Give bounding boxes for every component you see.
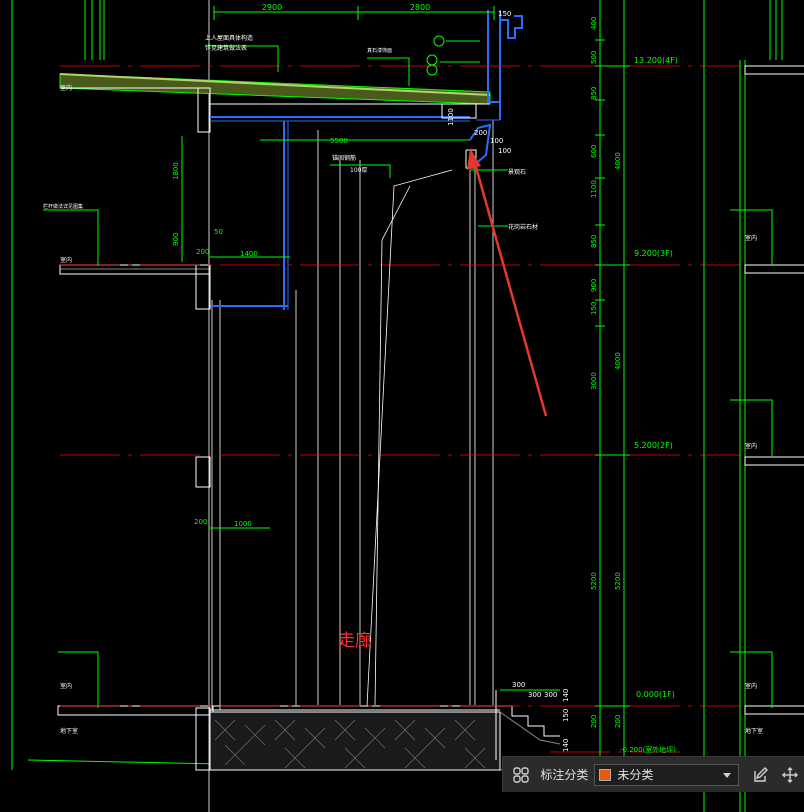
- detail-callout-circles: [426, 35, 480, 76]
- level-minus: -0.200(室外地坪): [620, 745, 676, 754]
- entrance-steps: [495, 690, 561, 760]
- level-lines: [60, 65, 740, 753]
- vdim-3000: 3000: [590, 372, 598, 390]
- dim-150b: 150: [562, 709, 570, 722]
- dim-bottom-300b: 300: [528, 691, 541, 699]
- right-room-label-2: 室内: [745, 442, 757, 450]
- left-wall-lines: [11, 0, 511, 771]
- vdim-900: 900: [590, 279, 598, 292]
- dim-1000: 1000: [234, 520, 252, 528]
- note-stone: 景观石: [508, 169, 526, 176]
- annotation-arrow: [467, 148, 548, 417]
- grid-menu-icon[interactable]: [507, 761, 534, 789]
- vdim-850: 850: [590, 87, 598, 100]
- vdim-850b: 850: [590, 235, 598, 248]
- room-label-corridor: 走廊: [338, 631, 372, 651]
- vdim-4000b: 4000: [614, 352, 622, 370]
- vdim-200b: 200: [590, 715, 598, 728]
- right-room-label: 室内: [745, 234, 757, 242]
- left-room-label-3: 室内: [60, 682, 72, 690]
- vdim-200: 200: [614, 715, 622, 728]
- basement-label: 地下室: [60, 727, 78, 735]
- level-9200: 9.200(3F): [634, 249, 673, 258]
- dim-140: 140: [562, 689, 570, 702]
- level-5200: 5.200(2F): [634, 441, 673, 450]
- vdim-400: 400: [590, 17, 598, 30]
- right-building-section: [744, 0, 804, 715]
- dim-bottom-300c: 300: [544, 691, 557, 699]
- vdim-150: 150: [590, 302, 598, 315]
- edit-icon[interactable]: [747, 761, 774, 789]
- note-rail: 栏杆做法详见图集: [43, 203, 83, 210]
- vdim-5200: 5200: [590, 572, 598, 590]
- annotation-category-label: 标注分类: [540, 768, 589, 782]
- dim-150: 150: [498, 10, 511, 18]
- category-color-swatch: [599, 768, 612, 781]
- vertical-grid-lines: [208, 0, 494, 812]
- move-icon[interactable]: [777, 761, 804, 789]
- note-paint: 真石漆饰面: [367, 47, 392, 54]
- level-0000: 0.000(1F): [636, 690, 675, 699]
- note-granite: 花岗岩石材: [508, 223, 538, 231]
- dim-bottom-300a: 300: [512, 681, 525, 689]
- dim-5500: 5500: [330, 137, 348, 145]
- right-room-label-3: 室内: [745, 682, 757, 690]
- dim-top-2800: 2800: [410, 3, 430, 12]
- left-room-label: 室内: [60, 84, 72, 92]
- note-anchor: 锚固钢筋: [332, 154, 356, 162]
- selected-category: 未分类: [617, 768, 654, 782]
- dim-100a: 100: [490, 137, 503, 145]
- floor-slabs: [57, 264, 501, 771]
- sloped-wall: [366, 169, 453, 707]
- dim-100b: 100: [498, 147, 511, 155]
- vdim-5200b: 5200: [614, 572, 622, 590]
- chevron-down-icon: [723, 772, 732, 778]
- dim-900: 900: [172, 233, 180, 246]
- level-13200: 13.200(4F): [634, 56, 678, 65]
- note-100: 100厚: [350, 167, 367, 174]
- foundation-hatch: [214, 719, 486, 769]
- right-basement-label: 地下室: [745, 727, 763, 735]
- leader-lines: [43, 6, 773, 708]
- note-roof: 上人屋面具体构造: [205, 34, 253, 42]
- dim-1100: 1100: [447, 108, 455, 126]
- vdim-1100: 1100: [590, 180, 598, 198]
- dim-top-2900: 2900: [262, 3, 282, 12]
- note-roof-2: 详见建筑做法表: [205, 44, 247, 52]
- roof-slab: [59, 73, 491, 310]
- dim-200-right: 200: [474, 129, 487, 137]
- dim-200-left: 200: [196, 248, 209, 256]
- dim-140b: 140: [562, 739, 570, 752]
- dim-200-lower: 200: [194, 518, 207, 526]
- annotation-category-select[interactable]: 未分类: [594, 763, 740, 786]
- dim-50: 50: [214, 228, 223, 236]
- dim-1400: 1400: [240, 250, 258, 258]
- right-dimension-chain: [595, 0, 746, 812]
- vdim-600: 600: [590, 145, 598, 158]
- annotation-toolbar: 标注分类 未分类: [502, 756, 804, 792]
- left-room-label-2: 室内: [60, 256, 72, 264]
- dim-1800: 1800: [172, 162, 180, 180]
- parapet: [465, 10, 523, 169]
- vdim-4000: 4000: [614, 152, 622, 170]
- vdim-500: 500: [590, 51, 598, 64]
